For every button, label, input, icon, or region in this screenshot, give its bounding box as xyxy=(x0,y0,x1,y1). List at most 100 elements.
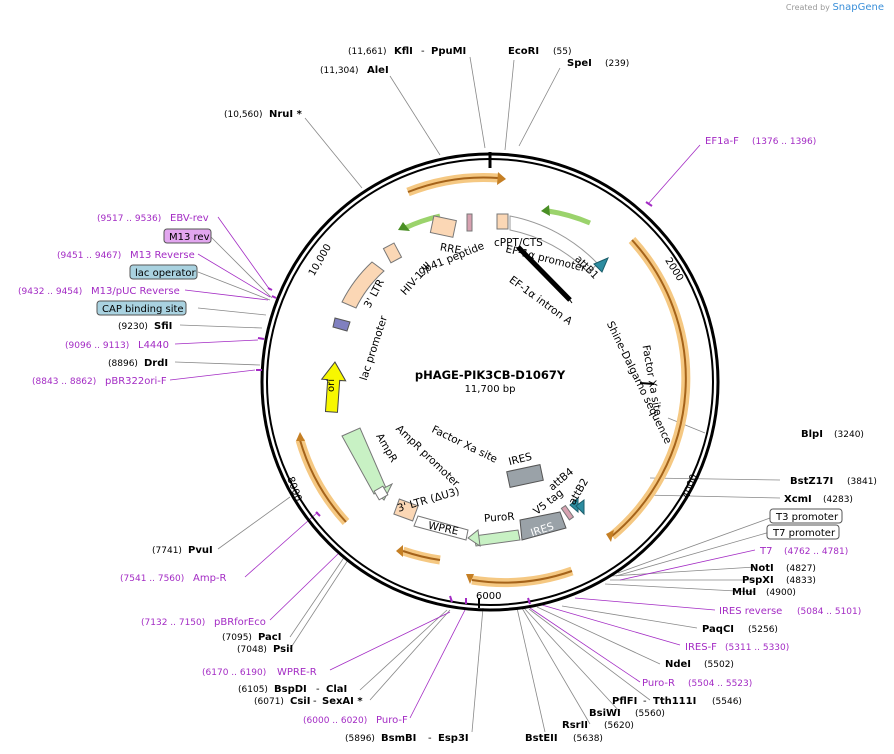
label-ampr: AmpR xyxy=(373,431,399,464)
site-bspdi: (6105) BspDI - ClaI xyxy=(238,684,347,695)
t3-promoter-box xyxy=(769,508,843,524)
site-ndei-pos: (5502) xyxy=(704,660,734,670)
site-bsmbi-name: BsmBI xyxy=(381,733,416,744)
site-ppumi-name: PpuMI xyxy=(431,46,466,57)
site-blpi-pos: (3240) xyxy=(834,430,864,440)
plasmid-size: 11,700 bp xyxy=(465,384,516,395)
site-paci-name: PacI xyxy=(258,632,281,643)
m13-rev-label: M13 rev xyxy=(169,232,210,243)
label-attb4: attB4 xyxy=(546,466,576,494)
credit-brand: SnapGene xyxy=(832,2,884,13)
green-features xyxy=(398,205,591,231)
site-xcmi-name: XcmI xyxy=(784,494,812,505)
t7-promoter-box xyxy=(766,524,840,540)
svg-text:-: - xyxy=(428,733,432,744)
site-spei-pos: (239) xyxy=(605,59,629,69)
site-bsmbi-pos: (5896) xyxy=(345,734,375,744)
label-puror: PuroR xyxy=(484,511,515,525)
ef1a-promoter-shape xyxy=(509,215,599,273)
lac-operator-box xyxy=(129,264,198,280)
site-bstz17i-pos: (3841) xyxy=(847,477,877,487)
site-noti-name: NotI xyxy=(750,563,774,574)
site-drdi: (8896) DrdI xyxy=(108,358,168,369)
site-ndei: NdeI (5502) xyxy=(665,659,734,670)
primer-l4440-range: (9096 .. 9113) xyxy=(65,341,129,351)
attb1-marker xyxy=(593,257,609,273)
label-ef1a-intron: EF-1α intron A xyxy=(507,274,575,328)
primer-t7-name: T7 xyxy=(759,546,772,557)
site-sexai-name: SexAI * xyxy=(322,696,363,707)
site-pflfi-name: PflFI xyxy=(612,696,637,707)
site-drdi-name: DrdI xyxy=(144,358,168,369)
site-spei: SpeI (239) xyxy=(567,58,629,69)
site-xcmi-pos: (4283) xyxy=(823,495,853,505)
label-cppt-cts: cPPT/CTS xyxy=(494,237,543,249)
primer-pbr322ori-f-name: pBR322ori-F xyxy=(105,376,167,387)
site-noti-pos: (4827) xyxy=(786,564,816,574)
ires-shape-upper xyxy=(506,464,544,488)
label-lac-promoter: lac promoter xyxy=(358,314,390,382)
svg-text:-: - xyxy=(313,696,317,707)
site-alei-pos: (11,304) xyxy=(320,66,359,76)
site-bsteii: BstEII (5638) xyxy=(525,733,603,744)
v5-tag-box xyxy=(560,504,575,521)
site-xcmi: XcmI (4283) xyxy=(784,494,853,505)
site-bsteii-name: BstEII xyxy=(525,733,558,744)
site-psii-pos: (7048) xyxy=(237,645,267,655)
svg-text:-: - xyxy=(316,684,320,695)
site-pspxi-name: PspXI xyxy=(742,575,774,586)
site-pvui-name: PvuI xyxy=(188,545,213,556)
site-rsrii: RsrII (5620) xyxy=(562,720,634,731)
site-ecori-pos: (55) xyxy=(553,47,571,57)
cap-binding-site-box xyxy=(96,300,187,316)
primer-pbrforeco-range: (7132 .. 7150) xyxy=(141,618,205,628)
site-nrui-name: NruI * xyxy=(269,109,303,120)
primer-m13-reverse-name: M13 Reverse xyxy=(130,250,195,261)
site-pspxi: PspXI (4833) xyxy=(742,575,816,586)
snapgene-credit: Created by SnapGene xyxy=(786,2,884,13)
site-psii-name: PsiI xyxy=(273,644,293,655)
primer-ef1a-f-range: (1376 .. 1396) xyxy=(752,137,816,147)
site-ecori: EcoRI (55) xyxy=(508,46,571,57)
primer-m13-reverse-range: (9451 .. 9467) xyxy=(57,251,121,261)
primer-leader-lines xyxy=(169,144,756,719)
site-mlui-pos: (4900) xyxy=(766,588,796,598)
site-bspdi-pos: (6105) xyxy=(238,685,268,695)
primer-ires-reverse-range: (5084 .. 5101) xyxy=(797,607,861,617)
inner-feature-shapes xyxy=(320,213,655,548)
puror-shape xyxy=(473,529,521,547)
site-tth111i-name: Tth111I xyxy=(653,696,696,707)
site-noti: NotI (4827) xyxy=(750,563,816,574)
site-bsiwi: BsiWI (5560) xyxy=(589,708,665,719)
primer-ires-f-name: IRES-F xyxy=(685,642,717,653)
rre-box xyxy=(429,215,457,238)
site-bstz17i-name: BstZ17I xyxy=(790,476,833,487)
site-sfii-name: SfiI xyxy=(154,321,172,332)
site-pvui-pos: (7741) xyxy=(152,546,182,556)
primer-puro-f-name: Puro-F xyxy=(376,715,408,726)
site-bsiwi-name: BsiWI xyxy=(589,708,621,719)
primer-puro-r-range: (5504 .. 5523) xyxy=(688,679,752,689)
cppt-cts-box xyxy=(496,213,509,230)
site-bsteii-pos: (5638) xyxy=(573,734,603,744)
ampr-promoter-box xyxy=(373,485,389,501)
site-rsrii-name: RsrII xyxy=(562,720,588,731)
ires-shape-lower xyxy=(519,511,567,541)
label-attb2: attB2 xyxy=(566,476,591,507)
site-sfii-pos: (9230) xyxy=(118,322,148,332)
site-bsiwi-pos: (5560) xyxy=(635,709,665,719)
svg-text:-: - xyxy=(643,696,647,707)
svg-text:-: - xyxy=(421,46,425,57)
tick-6000: 6000 xyxy=(476,591,501,602)
site-pspxi-pos: (4833) xyxy=(786,576,816,586)
site-paqci-pos: (5256) xyxy=(748,625,778,635)
primer-puro-r-name: Puro-R xyxy=(642,678,675,689)
site-nrui-pos: (10,560) xyxy=(224,110,263,120)
site-alei-name: AleI xyxy=(367,65,389,76)
site-paqci: PaqCI (5256) xyxy=(702,624,778,635)
primer-m13-puc-name: M13/pUC Reverse xyxy=(91,286,180,297)
primer-ires-reverse-name: IRES reverse xyxy=(719,606,782,617)
site-esp3i-name: Esp3I xyxy=(438,733,469,744)
cap-binding-site-label: CAP binding site xyxy=(102,304,184,315)
